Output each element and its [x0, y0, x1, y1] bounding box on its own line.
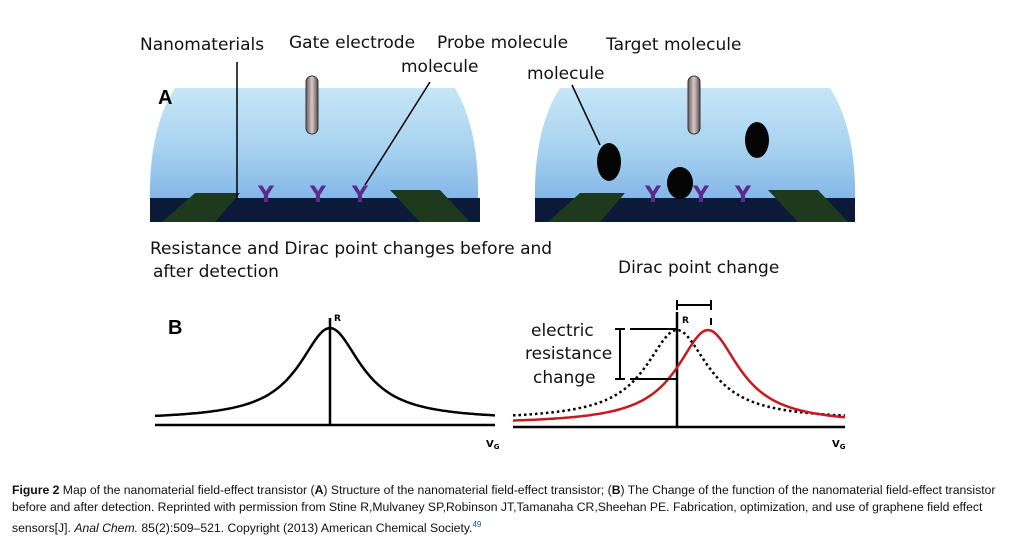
- svg-text:Y: Y: [692, 183, 710, 208]
- probe-pointer: [364, 81, 431, 186]
- annotation-electric: electric: [531, 321, 594, 341]
- panel-b-letter: B: [168, 317, 182, 339]
- target-molecules: [597, 122, 769, 199]
- resistance-curve: [154, 326, 496, 418]
- svg-text:Y: Y: [309, 183, 327, 208]
- gate-electrode: [305, 75, 319, 135]
- svg-text:Y: Y: [734, 183, 752, 208]
- annotation-change: change: [533, 368, 596, 388]
- vg-label-left: VG: [486, 439, 500, 451]
- right-plot: [512, 300, 846, 429]
- r-label-right: R: [682, 316, 689, 326]
- before-curve: [512, 328, 846, 417]
- device-after: Y Y Y: [534, 75, 856, 222]
- drain-electrode: [390, 190, 470, 222]
- probe-molecules: Y Y Y: [257, 183, 369, 208]
- label-target-molecule-2: molecule: [527, 64, 604, 84]
- annotation-resistance: resistance: [525, 344, 612, 364]
- left-plot: [154, 318, 496, 427]
- vg-label-right: VG: [832, 439, 846, 451]
- panel-b-right-title: Dirac point change: [618, 258, 779, 278]
- label-target-molecule: Target molecule: [605, 35, 741, 55]
- after-curve: [512, 328, 846, 422]
- r-label-left: R: [334, 314, 341, 324]
- label-probe-molecule: Probe molecule: [437, 33, 568, 53]
- source-electrode: [162, 193, 240, 222]
- panel-b-title-1: Resistance and Dirac point changes befor…: [150, 239, 552, 259]
- svg-text:Y: Y: [351, 183, 369, 208]
- label-nanomaterials: Nanomaterials: [140, 35, 264, 55]
- svg-text:Y: Y: [644, 183, 662, 208]
- svg-text:Y: Y: [257, 183, 275, 208]
- figure-caption: Figure 2 Map of the nanomaterial field-e…: [12, 483, 996, 536]
- device-before: Y Y Y: [149, 62, 480, 222]
- panel-b-title-2: after detection: [153, 262, 279, 282]
- panel-a-letter: A: [158, 87, 172, 109]
- label-probe-molecule-2: molecule: [401, 57, 478, 77]
- label-gate-electrode: Gate electrode: [289, 33, 415, 53]
